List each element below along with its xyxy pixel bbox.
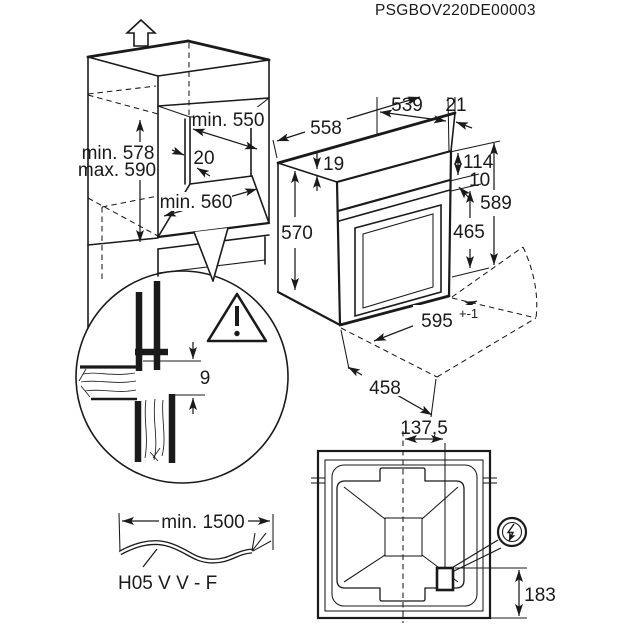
- dim-connector-offset-x: 137,5: [400, 418, 448, 443]
- dim-open-door-depth: 458: [340, 329, 437, 418]
- dim-depth-top: 539: [376, 95, 456, 153]
- drawing-code: PSGBOV220DE00003: [375, 2, 536, 19]
- oven-perspective-view: 558 539 21 19 570 114: [272, 95, 538, 418]
- rear-gap-label: 20: [193, 148, 214, 169]
- dim-connector-offset-y: 183: [455, 567, 556, 619]
- panel-door-gap-label: 10: [469, 170, 490, 191]
- rear-clearance-label: 9: [200, 368, 211, 389]
- direction-up-arrow-icon: [124, 18, 158, 47]
- dim-depth-total: 558: [272, 96, 421, 159]
- top-clearance-label: 19: [323, 154, 344, 175]
- dim-rear-clearance: 9: [189, 342, 211, 414]
- width-tolerance-label: +-1: [459, 306, 478, 321]
- oven-door-window: [354, 203, 442, 318]
- dim-niche-height: min. 578 max. 590: [78, 120, 156, 242]
- dim-width: 595 +-1: [373, 300, 478, 342]
- mains-cable-view: min. 1500 H05 V V - F: [118, 509, 274, 594]
- dim-door-height: 465: [451, 191, 490, 278]
- niche-depth-label: min. 550: [192, 110, 265, 131]
- rear-top-offset-label: 21: [445, 95, 466, 116]
- lightning-bolt-icon: [496, 516, 528, 548]
- rear-panel-emboss: [336, 467, 465, 602]
- dim-total-height: 589: [480, 143, 512, 265]
- niche-width-label: min. 560: [160, 192, 233, 213]
- cable-length-label: min. 1500: [161, 512, 244, 533]
- open-door-depth-label: 458: [369, 378, 401, 399]
- niche-height-min-label: min. 578: [82, 143, 155, 164]
- cabinet-niche-view: min. 550 20 min. 560 min. 578 max. 590: [78, 18, 271, 329]
- dim-control-panel-height: 114: [449, 140, 501, 182]
- dim-niche-width: min. 560: [160, 188, 258, 217]
- dim-rear-gap: 20: [171, 146, 215, 178]
- detail-circle: [75, 270, 289, 484]
- rear-connection-view: 137,5 183: [311, 418, 556, 623]
- width-label: 595: [421, 311, 453, 332]
- dim-niche-depth: min. 550: [192, 107, 265, 150]
- total-height-label: 589: [480, 193, 512, 214]
- dim-front-height: 570: [281, 171, 313, 290]
- dim-top-clearance: 19: [313, 151, 344, 191]
- control-panel-height-label: 114: [463, 152, 494, 173]
- front-height-label: 570: [281, 223, 313, 244]
- connector-offset-x-label: 137,5: [400, 418, 448, 439]
- cable-type-label: H05 V V - F: [118, 573, 217, 594]
- connector-offset-y-label: 183: [524, 585, 556, 606]
- detail-callout-wedge: [194, 228, 228, 281]
- connection-box: [435, 566, 455, 592]
- warning-triangle-icon: [206, 292, 268, 343]
- depth-total-label: 558: [310, 118, 342, 139]
- dim-cable-length: min. 1500: [122, 509, 270, 533]
- dim-rear-top-offset: 21: [445, 95, 473, 130]
- niche-height-max-label: max. 590: [78, 160, 156, 181]
- door-height-label: 465: [453, 222, 485, 243]
- rear-clearance-detail: 9: [75, 227, 289, 484]
- depth-top-label: 539: [391, 95, 423, 116]
